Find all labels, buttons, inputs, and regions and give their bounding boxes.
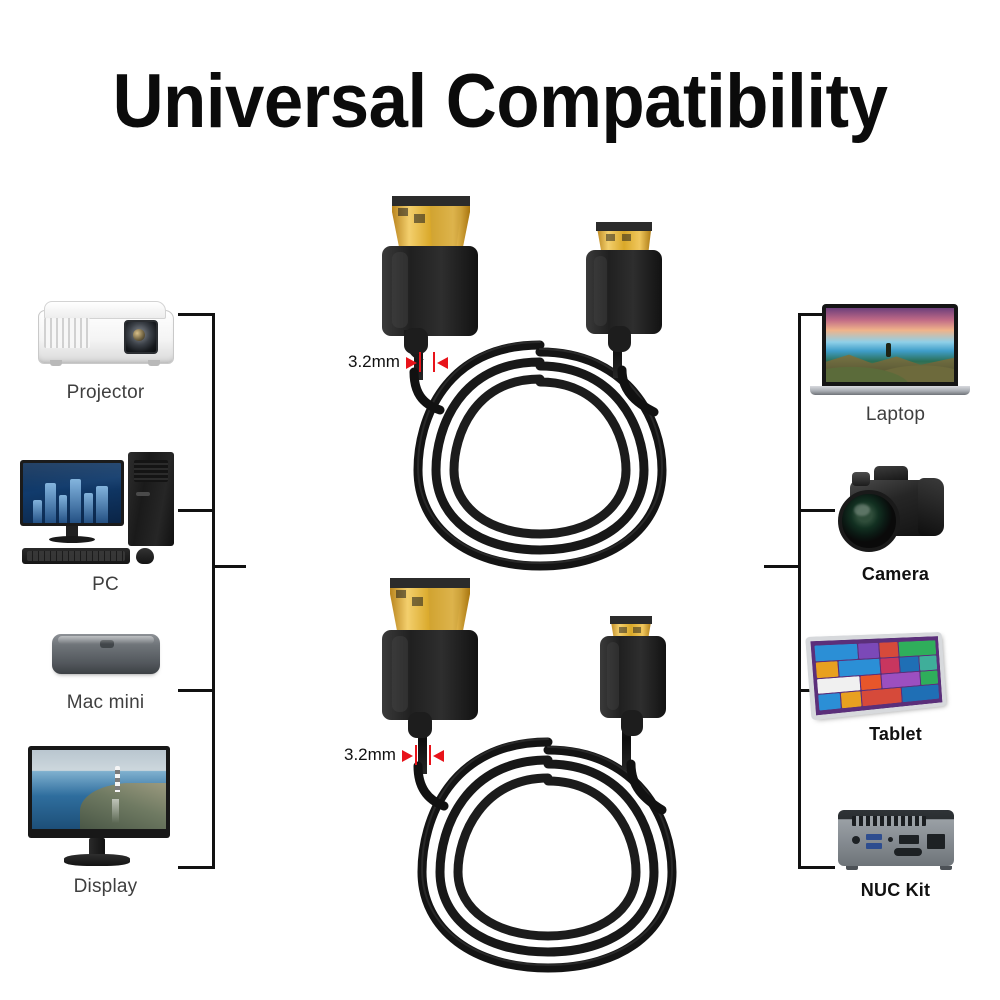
device-label-mac-mini: Mac mini xyxy=(66,692,145,713)
monitor-icon xyxy=(18,742,193,870)
nuc-mini-pc-icon xyxy=(808,796,983,874)
device-mac-mini: Mac mini xyxy=(18,620,193,714)
device-label-nuc-kit: NUC Kit xyxy=(860,880,931,900)
left-bracket-tick-mac-mini xyxy=(178,689,215,692)
right-bracket-tick-camera xyxy=(798,509,835,512)
device-projector: Projector xyxy=(18,292,193,404)
device-label-projector: Projector xyxy=(66,382,145,403)
left-bracket-tick-pc xyxy=(178,509,215,512)
right-bracket-tick-laptop xyxy=(798,313,835,316)
left-bracket-tick-display xyxy=(178,866,215,869)
left-bracket-spine xyxy=(212,313,215,869)
device-label-laptop: Laptop xyxy=(865,404,926,425)
device-tablet: Tablet xyxy=(805,622,983,745)
measure-arrows-top xyxy=(405,352,448,372)
page-title: Universal Compatibility xyxy=(112,59,888,144)
device-label-display: Display xyxy=(73,876,138,897)
left-bracket xyxy=(178,313,246,869)
device-label-tablet: Tablet xyxy=(869,724,922,744)
right-bracket-tick-nuc-kit xyxy=(798,866,835,869)
desktop-pc-icon xyxy=(18,452,193,568)
dslr-camera-icon xyxy=(808,460,983,558)
hdmi-male-connector-bottom xyxy=(382,578,478,738)
cable-thickness-label-top: 3.2mm xyxy=(348,352,448,372)
left-bracket-tick-projector xyxy=(178,313,215,316)
device-label-camera: Camera xyxy=(861,564,930,584)
device-camera: Camera xyxy=(808,460,983,585)
device-pc: PC xyxy=(18,452,193,596)
cable-thickness-value-bottom: 3.2mm xyxy=(344,745,396,764)
mini-hdmi-male-connector-top xyxy=(586,222,662,352)
cable-thickness-label-bottom: 3.2mm xyxy=(344,745,444,765)
device-display: Display xyxy=(18,742,193,898)
right-bracket-spine xyxy=(798,313,801,869)
projector-icon xyxy=(18,292,193,376)
device-nuc-kit: NUC Kit xyxy=(808,796,983,901)
measure-arrows-bottom xyxy=(401,745,444,765)
hdmi-male-connector-top xyxy=(382,196,478,360)
micro-hdmi-male-connector-bottom xyxy=(600,616,666,736)
cable-thickness-value-top: 3.2mm xyxy=(348,352,400,371)
device-laptop: Laptop xyxy=(808,300,983,426)
laptop-icon xyxy=(808,300,983,398)
left-bracket-tick-cable xyxy=(212,565,246,568)
right-bracket-tick-cable xyxy=(764,565,799,568)
mac-mini-icon xyxy=(18,620,193,686)
device-label-pc: PC xyxy=(92,574,119,595)
